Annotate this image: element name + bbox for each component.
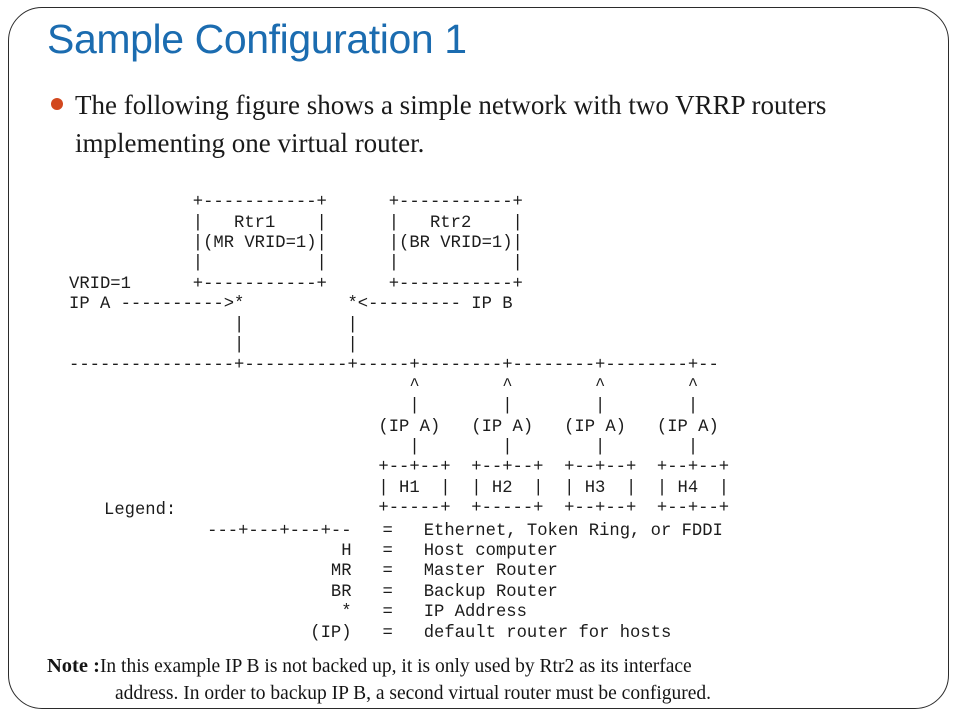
diagram-legend: Legend: ---+---+---+-- = Ethernet, Token… (104, 501, 723, 643)
slide-frame: Sample Configuration 1 The following fig… (8, 7, 949, 709)
note-line-1: In this example IP B is not backed up, i… (99, 656, 692, 677)
bullet-list-item: The following figure shows a simple netw… (51, 86, 951, 162)
bullet-dot-icon (51, 98, 63, 110)
intro-bullet-block: The following figure shows a simple netw… (51, 86, 951, 162)
note-block: Note :In this example IP B is not backed… (47, 653, 927, 707)
page-title: Sample Configuration 1 (47, 16, 467, 62)
note-line-2: address. In order to backup IP B, a seco… (115, 683, 712, 704)
network-ascii-diagram: +-----------+ +-----------+ | Rtr1 | | R… (69, 193, 730, 519)
intro-paragraph: The following figure shows a simple netw… (75, 90, 827, 158)
note-label: Note : (47, 655, 100, 677)
